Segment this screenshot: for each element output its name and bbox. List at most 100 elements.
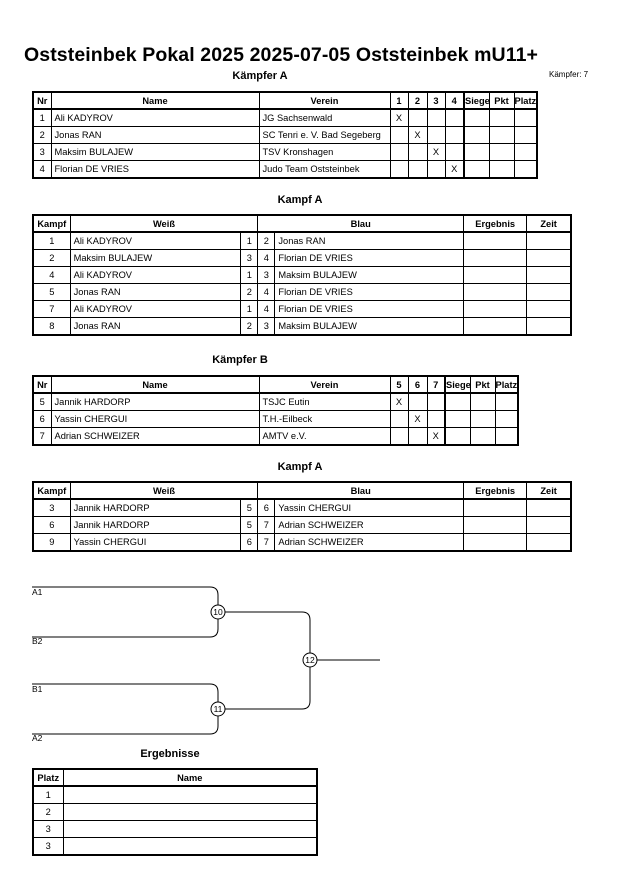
matrix-cell: [407, 392, 428, 411]
blue-fighter: Florian DE VRIES: [274, 300, 465, 318]
points-cell: [469, 427, 496, 446]
matrix-cell: [407, 108, 428, 127]
place-number: 1: [32, 785, 64, 804]
fighter-club: JG Sachsenwald: [258, 108, 391, 127]
match-11-node: [210, 701, 226, 717]
col-white: Weiß: [69, 214, 259, 233]
matrix-cell: [389, 160, 409, 179]
time-cell: [526, 249, 572, 267]
place-number: 3: [32, 820, 64, 838]
matrix-cell: X: [389, 108, 409, 127]
matrix-cell: [426, 108, 446, 127]
pool_a-header-8: Pkt: [488, 91, 515, 110]
place-cell: [494, 392, 519, 411]
fighter-nr: 7: [32, 427, 52, 446]
fighter-name: Maksim BULAJEW: [50, 143, 260, 161]
match-12-node: [302, 652, 318, 668]
matrix-cell: [426, 410, 446, 428]
white-number: 2: [240, 317, 259, 336]
fighter-club: T.H.-Eilbeck: [258, 410, 391, 428]
fighters-count: Kämpfer: 7: [549, 70, 589, 79]
pool_a-header-7: Siege: [463, 91, 490, 110]
blue-fighter: Jonas RAN: [274, 231, 465, 250]
wins-cell: [444, 392, 471, 411]
matrix-cell: [444, 108, 465, 127]
fighter-name: Yassin CHERGUI: [50, 410, 260, 428]
matrix-cell: X: [407, 126, 428, 144]
col-result: Ergebnis: [463, 481, 528, 500]
white-fighter: Yassin CHERGUI: [69, 533, 242, 552]
blue-number: 6: [257, 498, 276, 517]
pool_a-header-5: 3: [426, 91, 446, 110]
slot-b2-label: B2: [32, 636, 43, 646]
table-row: 1: [32, 785, 318, 804]
blue-number: 2: [257, 231, 276, 250]
slot-a1-label: A1: [32, 587, 43, 597]
points-cell: [469, 392, 496, 411]
wins-cell: [444, 427, 471, 446]
pool_a-header-4: 2: [407, 91, 428, 110]
fighter-name: Jonas RAN: [50, 126, 260, 144]
slot-b1-label: B1: [32, 684, 43, 694]
pool_a-header-1: Name: [50, 91, 260, 110]
blue-number: 4: [257, 249, 276, 267]
fighter-nr: 6: [32, 410, 52, 428]
pool_a-header-6: 4: [444, 91, 465, 110]
matrix-cell: X: [426, 427, 446, 446]
white-fighter: Jonas RAN: [69, 283, 242, 301]
blue-number: 7: [257, 516, 276, 534]
white-number: 3: [240, 249, 259, 267]
blue-number: 4: [257, 283, 276, 301]
col-place: Platz: [32, 768, 64, 787]
matrix-cell: [389, 126, 409, 144]
fighter-name: Ali KADYROV: [50, 108, 260, 127]
result-cell: [463, 317, 528, 336]
fighter-nr: 3: [32, 143, 52, 161]
pool_b-header-2: Verein: [258, 375, 391, 394]
pool_b-header-4: 6: [407, 375, 428, 394]
match-11-label: 11: [214, 704, 223, 714]
pool_b-header-0: Nr: [32, 375, 52, 394]
result-cell: [463, 300, 528, 318]
col-blue: Blau: [257, 481, 465, 500]
place-cell: [494, 410, 519, 428]
pool-b-title: Kämpfer B: [212, 354, 268, 366]
fighter-name: Jannik HARDORP: [50, 392, 260, 411]
matrix-cell: [426, 160, 446, 179]
place-cell: [513, 126, 538, 144]
place-name: [62, 820, 318, 838]
white-number: 1: [240, 300, 259, 318]
blue-fighter: Florian DE VRIES: [274, 283, 465, 301]
col-blue: Blau: [257, 214, 465, 233]
blue-fighter: Yassin CHERGUI: [274, 498, 465, 517]
col-time: Zeit: [526, 481, 572, 500]
wins-cell: [463, 143, 490, 161]
fighter-club: TSJC Eutin: [258, 392, 391, 411]
matrix-cell: X: [426, 143, 446, 161]
fighter-nr: 1: [32, 108, 52, 127]
table-row: 2: [32, 803, 318, 821]
fighter-club: SC Tenri e. V. Bad Segeberg: [258, 126, 391, 144]
fight-number: 2: [32, 249, 71, 267]
result-cell: [463, 266, 528, 284]
white-fighter: Ali KADYROV: [69, 300, 242, 318]
pool_b-header-6: Siege: [444, 375, 471, 394]
pool_a-header-2: Verein: [258, 91, 391, 110]
result-cell: [463, 231, 528, 250]
fight-number: 7: [32, 300, 71, 318]
white-fighter: Jannik HARDORP: [69, 498, 242, 517]
points-cell: [488, 126, 515, 144]
place-name: [62, 785, 318, 804]
pool_b-header-7: Pkt: [469, 375, 496, 394]
fighter-name: Adrian SCHWEIZER: [50, 427, 260, 446]
